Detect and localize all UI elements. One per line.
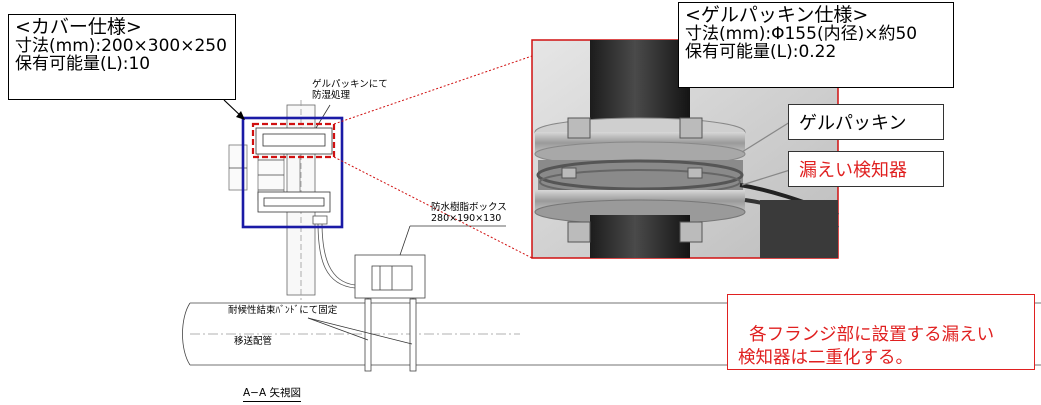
zoom-line-top bbox=[333, 55, 533, 125]
gel-spec-capacity: 保有可能量(L):0.22 bbox=[685, 41, 837, 62]
gel-packing-region bbox=[251, 122, 336, 159]
gel-packing-callout: ゲルパッキン bbox=[788, 104, 944, 140]
cover-frame bbox=[241, 116, 344, 229]
gel-spec-dimension: 寸法(mm):Φ155(内径)×約50 bbox=[685, 23, 918, 44]
waterproof-box-label: 防水樹脂ボックス bbox=[431, 202, 507, 213]
gel-moisture-label: ゲルパッキンにて 防湿処理 bbox=[312, 79, 388, 101]
gel-spec-box: <ゲルパッキン仕様> 寸法(mm):Φ155(内径)×約50 保有可能量(L):… bbox=[678, 2, 954, 88]
gel-spec-title: <ゲルパッキン仕様> bbox=[685, 4, 869, 26]
cover-spec-capacity: 保有可能量(L):10 bbox=[15, 53, 151, 74]
view-caption: A−A 矢視図 bbox=[243, 385, 302, 402]
cover-spec-title: <カバー仕様> bbox=[15, 16, 142, 38]
pipe-label: 移送配管 bbox=[234, 336, 273, 347]
cover-spec-box: <カバー仕様> 寸法(mm):200×300×250 保有可能量(L):10 bbox=[8, 14, 236, 100]
band-label: 耐候性結束ﾊﾞﾝﾄﾞにて固定 bbox=[228, 305, 338, 316]
waterproof-box-size-label: 280×190×130 bbox=[431, 213, 502, 224]
zoom-line-bottom bbox=[333, 156, 533, 259]
cover-spec-dimension: 寸法(mm):200×300×250 bbox=[15, 35, 227, 56]
cover-arrow-head bbox=[236, 111, 245, 120]
note-box: 各フランジ部に設置する漏えい 検知器は二重化する。 bbox=[727, 294, 1035, 370]
note-text: 各フランジ部に設置する漏えい 検知器は二重化する。 bbox=[738, 324, 995, 369]
technical-drawing bbox=[182, 100, 1041, 372]
leak-detector-callout: 漏えい検知器 bbox=[788, 151, 944, 187]
